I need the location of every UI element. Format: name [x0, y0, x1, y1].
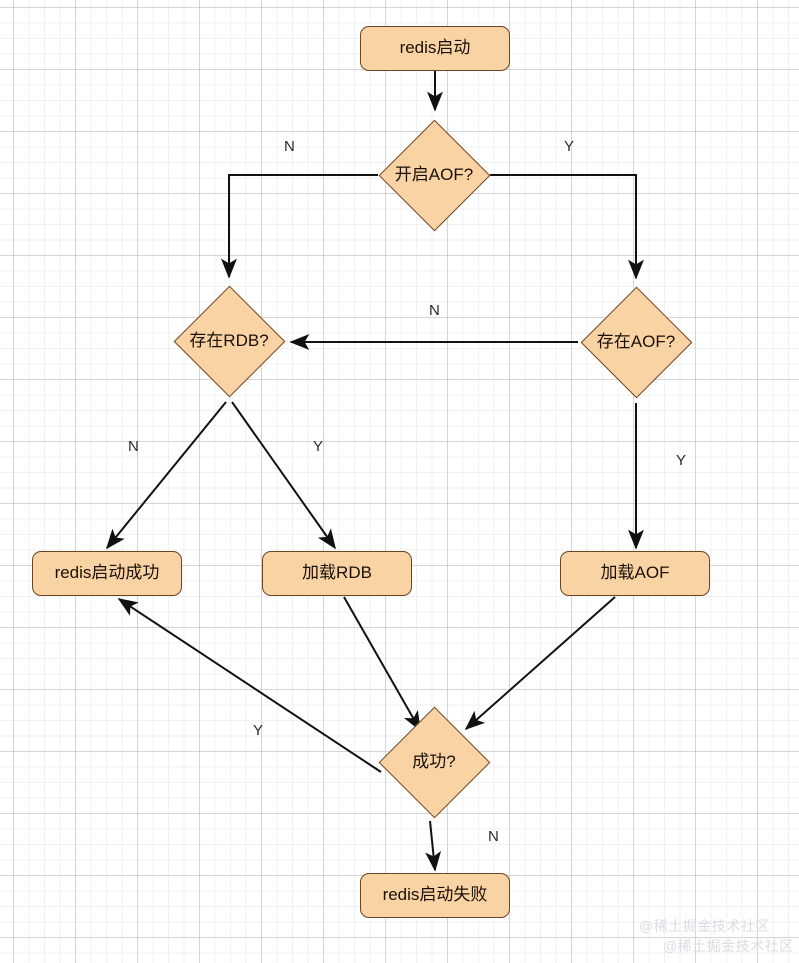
node-aof-enabled-decision[interactable]: 开启AOF? — [378, 113, 490, 237]
node-label: 加载AOF — [600, 563, 670, 583]
edge-label-rdb-exists-yes: Y — [313, 438, 324, 455]
edge-success-no-to-start-fail — [425, 820, 442, 872]
edge-label-success-no: N — [488, 828, 499, 845]
node-label: redis启动成功 — [54, 563, 160, 583]
edge-label-aof-exists-no: N — [429, 302, 440, 319]
edge-rdb-exists-yes-to-load-rdb — [231, 401, 336, 550]
edge-success-yes-to-start-ok — [117, 598, 382, 773]
edge-aof-enabled-no-to-rdb-exists — [221, 174, 378, 279]
edge-label-rdb-exists-no: N — [128, 438, 139, 455]
watermark-secondary: @稀土掘金技术社区 — [663, 938, 794, 954]
edge-aof-enabled-yes-to-aof-exists — [490, 174, 644, 280]
node-rdb-exists-decision[interactable]: 存在RDB? — [173, 280, 285, 402]
node-label: 开启AOF? — [394, 164, 474, 184]
node-load-aof[interactable]: 加载AOF — [560, 551, 710, 596]
node-label: 加载RDB — [302, 563, 372, 583]
watermark-primary: @稀土掘金技术社区 — [639, 918, 770, 934]
node-redis-start-success[interactable]: redis启动成功 — [32, 551, 182, 596]
node-label: 存在RDB? — [189, 330, 269, 350]
edge-rdb-exists-no-to-start-ok — [105, 401, 227, 550]
node-label: 存在AOF? — [596, 331, 676, 351]
node-label: redis启动 — [399, 38, 471, 58]
node-redis-start-fail[interactable]: redis启动失败 — [360, 873, 510, 918]
node-label: redis启动失败 — [382, 885, 488, 905]
node-load-rdb[interactable]: 加载RDB — [262, 551, 412, 596]
node-success-decision[interactable]: 成功? — [378, 702, 490, 822]
edge-label-aof-exists-yes: Y — [676, 452, 687, 469]
node-redis-start[interactable]: redis启动 — [360, 26, 510, 71]
edge-load-rdb-to-success — [343, 596, 421, 732]
node-label: 成功? — [412, 751, 456, 771]
edge-load-aof-to-success — [464, 596, 616, 731]
node-aof-exists-decision[interactable]: 存在AOF? — [580, 281, 692, 403]
edge-label-aof-enabled-no: N — [284, 138, 295, 155]
edge-label-success-yes: Y — [253, 722, 264, 739]
edge-label-aof-enabled-yes: Y — [564, 138, 575, 155]
